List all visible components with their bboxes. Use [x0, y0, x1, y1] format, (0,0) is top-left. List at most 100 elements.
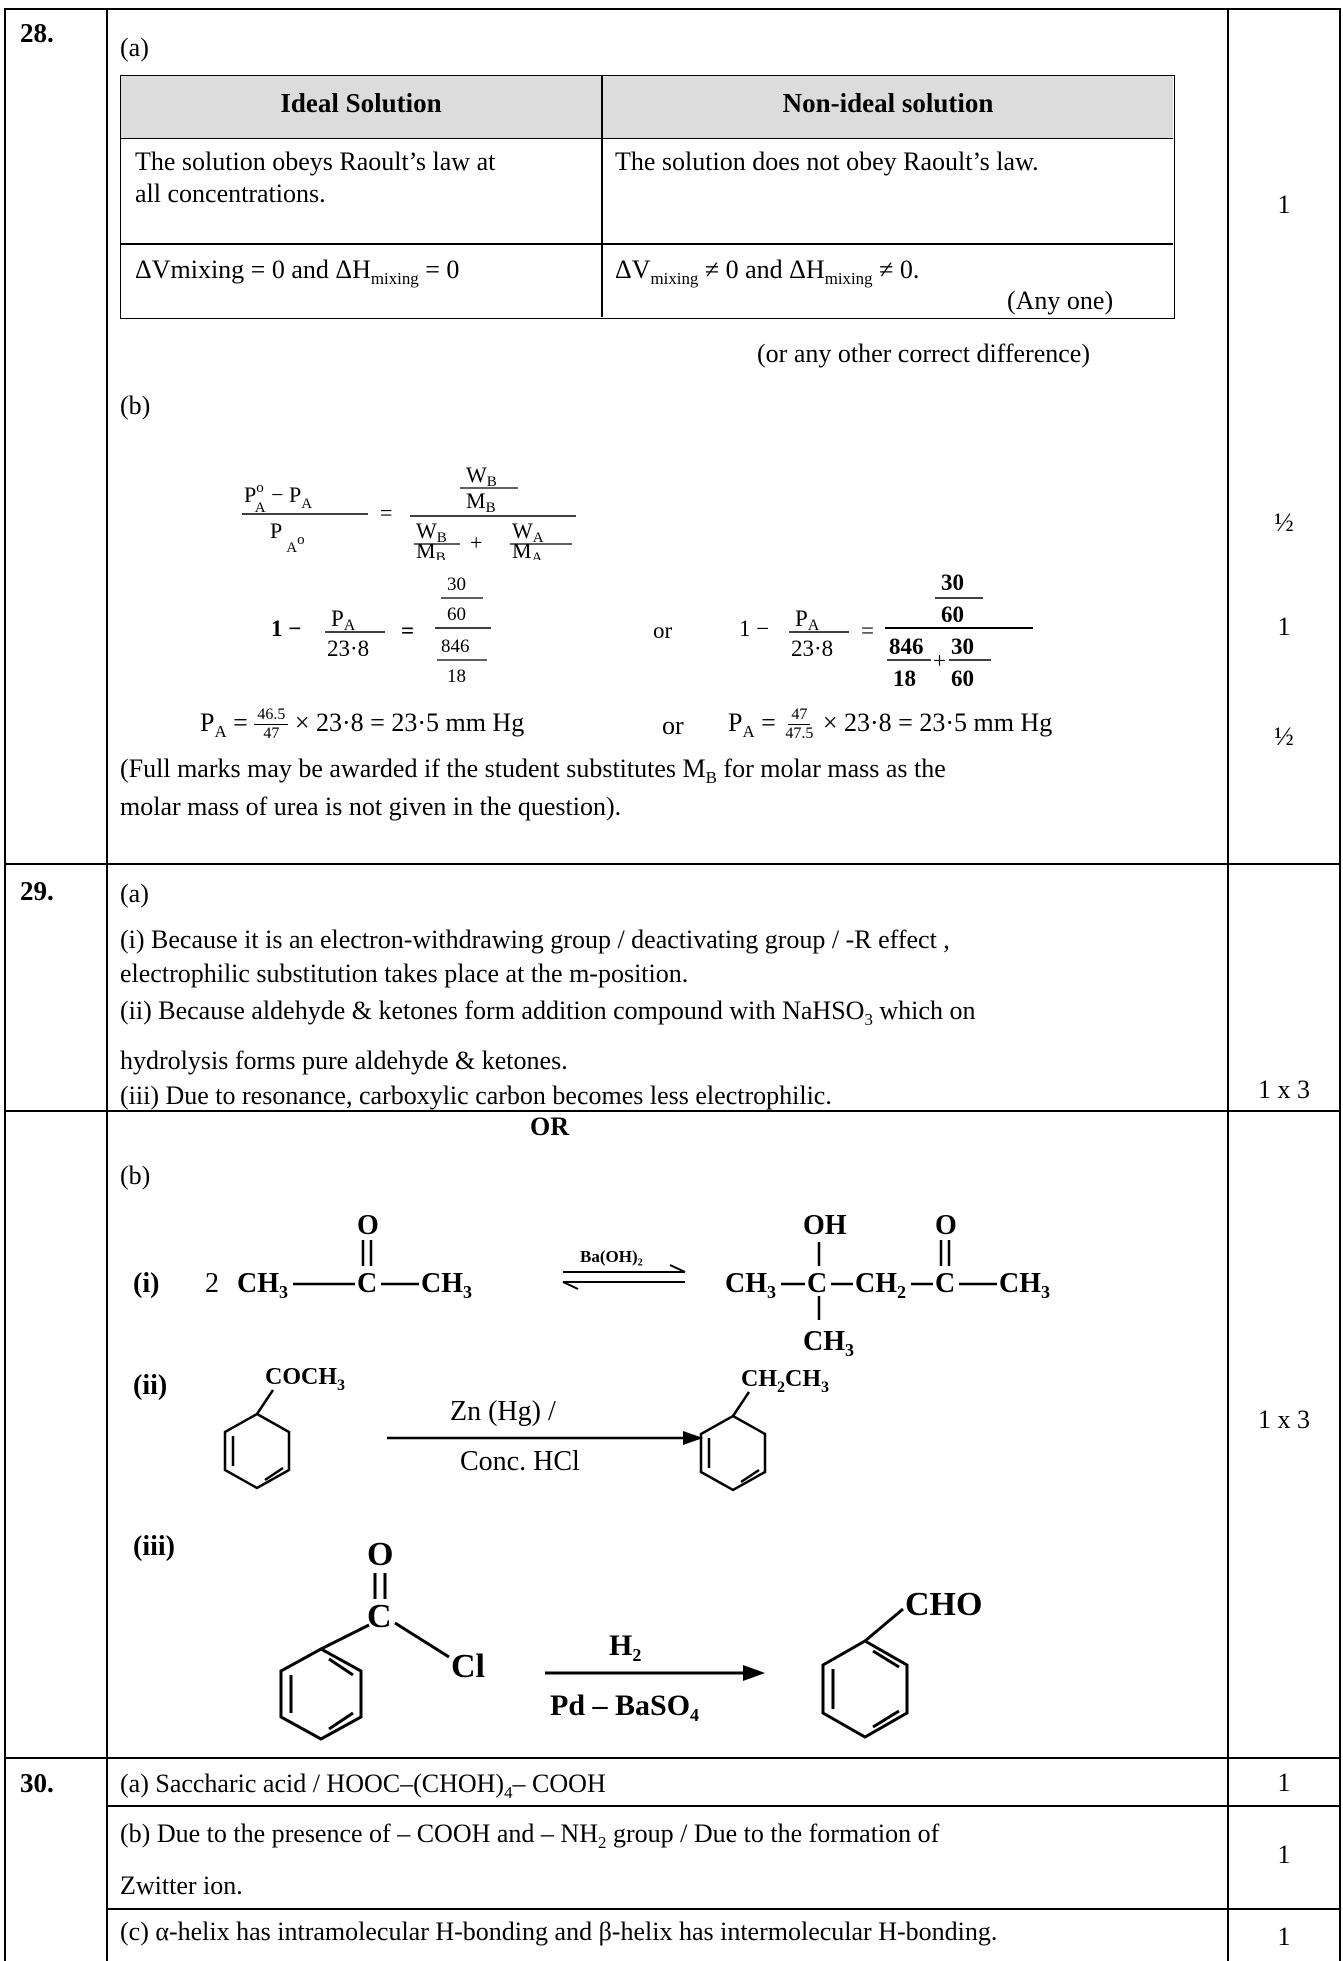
q30-b-line2: Zwitter ion. — [120, 1871, 243, 1900]
acetophenone-ring-db2 — [264, 1466, 284, 1482]
eq2b-846: 846 — [889, 634, 924, 659]
mark-29b: 1 x 3 — [1258, 1405, 1310, 1434]
product-oxygen: O — [935, 1210, 957, 1241]
reaction-iii-reagent-top: H₂ — [609, 1629, 641, 1662]
eq2-18: 18 — [447, 666, 466, 687]
mark-28b-substitution: 1 — [1277, 612, 1291, 641]
eq2b-18: 18 — [893, 666, 916, 691]
pa-result-or: or — [662, 711, 684, 740]
eq2b-one: 1 − — [739, 616, 769, 641]
mark-30a: 1 — [1277, 1768, 1291, 1797]
comparison-header-bg — [121, 76, 1173, 139]
product-carbon-1: C — [807, 1268, 827, 1299]
q29-i-line1: (i) Because it is an electron-withdrawin… — [120, 925, 950, 954]
full-marks-note-line2: molar mass of urea is not given in the q… — [120, 792, 622, 821]
q30-c: (c) α-helix has intramolecular H-bonding… — [120, 1917, 998, 1946]
comparison-divider-v — [601, 76, 603, 317]
or-separator: OR — [530, 1112, 569, 1141]
eq2-or: or — [653, 618, 673, 643]
eq1-top-mb: MB — [466, 488, 496, 516]
eq2b-30b: 30 — [951, 634, 974, 659]
product-carbon-2: C — [935, 1268, 955, 1299]
q30-b-line1: (b) Due to the presence of – COOH and – … — [120, 1819, 940, 1853]
part-a-label: (a) — [120, 33, 149, 62]
table-left-border — [4, 8, 6, 1961]
acetophenone-ring — [223, 1412, 291, 1490]
eq2b-equals: = — [861, 618, 874, 643]
reaction-i-aldol: (i) 2 CH3 C CH3 O Ba(OH)₂ CH3 C OH CH3 C… — [133, 1210, 1050, 1360]
mark-28a: 1 — [1277, 190, 1291, 219]
product-ch3-bottom: CH3 — [803, 1326, 854, 1360]
q29-iii: (iii) Due to resonance, carboxylic carbo… — [120, 1081, 832, 1110]
reaction-iii-label: (iii) — [133, 1531, 175, 1562]
header-ideal-solution: Ideal Solution — [280, 88, 442, 118]
reaction-i-coefficient: 2 — [205, 1268, 219, 1299]
benzaldehyde-ring-db2 — [872, 1709, 900, 1729]
benzoyl-ring-db3 — [328, 1657, 354, 1677]
question-number-30: 30. — [20, 1768, 54, 1798]
benzoyl-ring-db2 — [328, 1711, 354, 1731]
reaction-iii-rosenmund: (iii) O C Cl H₂ Pd – BaSO₄ CHO — [133, 1531, 982, 1741]
eq2-846: 846 — [441, 636, 470, 657]
eq2-pa: PA — [331, 606, 356, 634]
benzoyl-ring-bond — [320, 1623, 370, 1651]
equilibrium-arrow-forward-head — [669, 1264, 686, 1273]
q30-row-divider-1 — [106, 1805, 1340, 1807]
benzaldehyde-substituent-bond — [864, 1607, 904, 1643]
benzaldehyde-ring — [821, 1639, 909, 1739]
reaction-iii-reagent-bottom: Pd – BaSO₄ — [550, 1689, 699, 1722]
column-divider-marks — [1227, 8, 1229, 1961]
question-number-29: 29. — [20, 876, 54, 906]
mark-29a: 1 x 3 — [1258, 1075, 1310, 1104]
acetophenone-substituent-bond — [255, 1389, 275, 1415]
column-divider-content — [106, 8, 108, 1961]
eq2-30: 30 — [447, 574, 466, 595]
eq2b-30: 30 — [941, 570, 964, 595]
row-divider-29a-29b — [4, 1110, 1340, 1112]
question-number-28: 28. — [20, 18, 54, 48]
header-nonideal-solution: Non-ideal solution — [782, 88, 994, 118]
any-one-note: (Any one) — [1007, 286, 1114, 315]
mark-30b: 1 — [1277, 1840, 1291, 1869]
product-oh: OH — [803, 1210, 847, 1241]
nonideal-raoult: The solution does not obey Raoult’s law. — [615, 147, 1039, 176]
acetone-carbon: C — [357, 1268, 377, 1299]
full-marks-note-line1: (Full marks may be awarded if the studen… — [120, 754, 946, 788]
eq1-plus: + — [470, 530, 482, 555]
acetone-ch3-left: CH3 — [237, 1268, 288, 1302]
substitution-equation: 1 − PA 23·8 = 30 60 846 18 or 1 − PA 23·… — [271, 570, 1033, 691]
benzoyl-oxygen: O — [367, 1536, 393, 1573]
eq2b-plus: + — [933, 648, 946, 673]
mark-28b-formula: ½ — [1274, 508, 1294, 537]
eq2b-pa: PA — [795, 606, 820, 634]
nonideal-mixing-condition: ΔVmixing ≠ 0 and ΔHmixing ≠ 0. — [615, 255, 920, 289]
reaction-ii-label: (ii) — [133, 1370, 167, 1401]
part-b-label: (b) — [120, 391, 151, 420]
q29-ii-line1: (ii) Because aldehyde & ketones form add… — [120, 996, 976, 1030]
benzoyl-ring — [279, 1647, 363, 1741]
product-ch3-right: CH3 — [999, 1268, 1050, 1302]
benzoyl-ccl-bond — [394, 1621, 450, 1659]
eq2-238: 23·8 — [327, 636, 369, 661]
eq2-60: 60 — [447, 604, 466, 625]
ethylbenzene-substituent-bond — [731, 1391, 751, 1417]
q30-a: (a) Saccharic acid / HOOC–(CHOH)4– COOH — [120, 1769, 606, 1803]
ideal-raoult-line1: The solution obeys Raoult’s law at — [135, 147, 496, 176]
row-divider-29-30 — [4, 1757, 1340, 1759]
table-right-border — [1339, 8, 1341, 1961]
equilibrium-arrow-back-head — [562, 1281, 579, 1290]
reaction-ii-arrowhead — [683, 1431, 703, 1445]
comparison-table: Ideal Solution Non-ideal solution The so… — [120, 75, 1175, 319]
ideal-mixing-condition: ΔVmixing = 0 and ΔHmixing = 0 — [135, 255, 460, 289]
reaction-ii-reagent-top: Zn (Hg) / — [450, 1396, 556, 1427]
reaction-iii-arrowhead — [743, 1665, 765, 1681]
benzoyl-chloride-cl: Cl — [451, 1648, 485, 1685]
ideal-raoult-line2: all concentrations. — [135, 179, 326, 208]
eq1-lhs-denominator: PAo — [270, 518, 305, 556]
product-ch2: CH2 — [855, 1268, 906, 1302]
acetone-oxygen: O — [357, 1210, 379, 1241]
eq1-top-wb: WB — [466, 462, 497, 490]
